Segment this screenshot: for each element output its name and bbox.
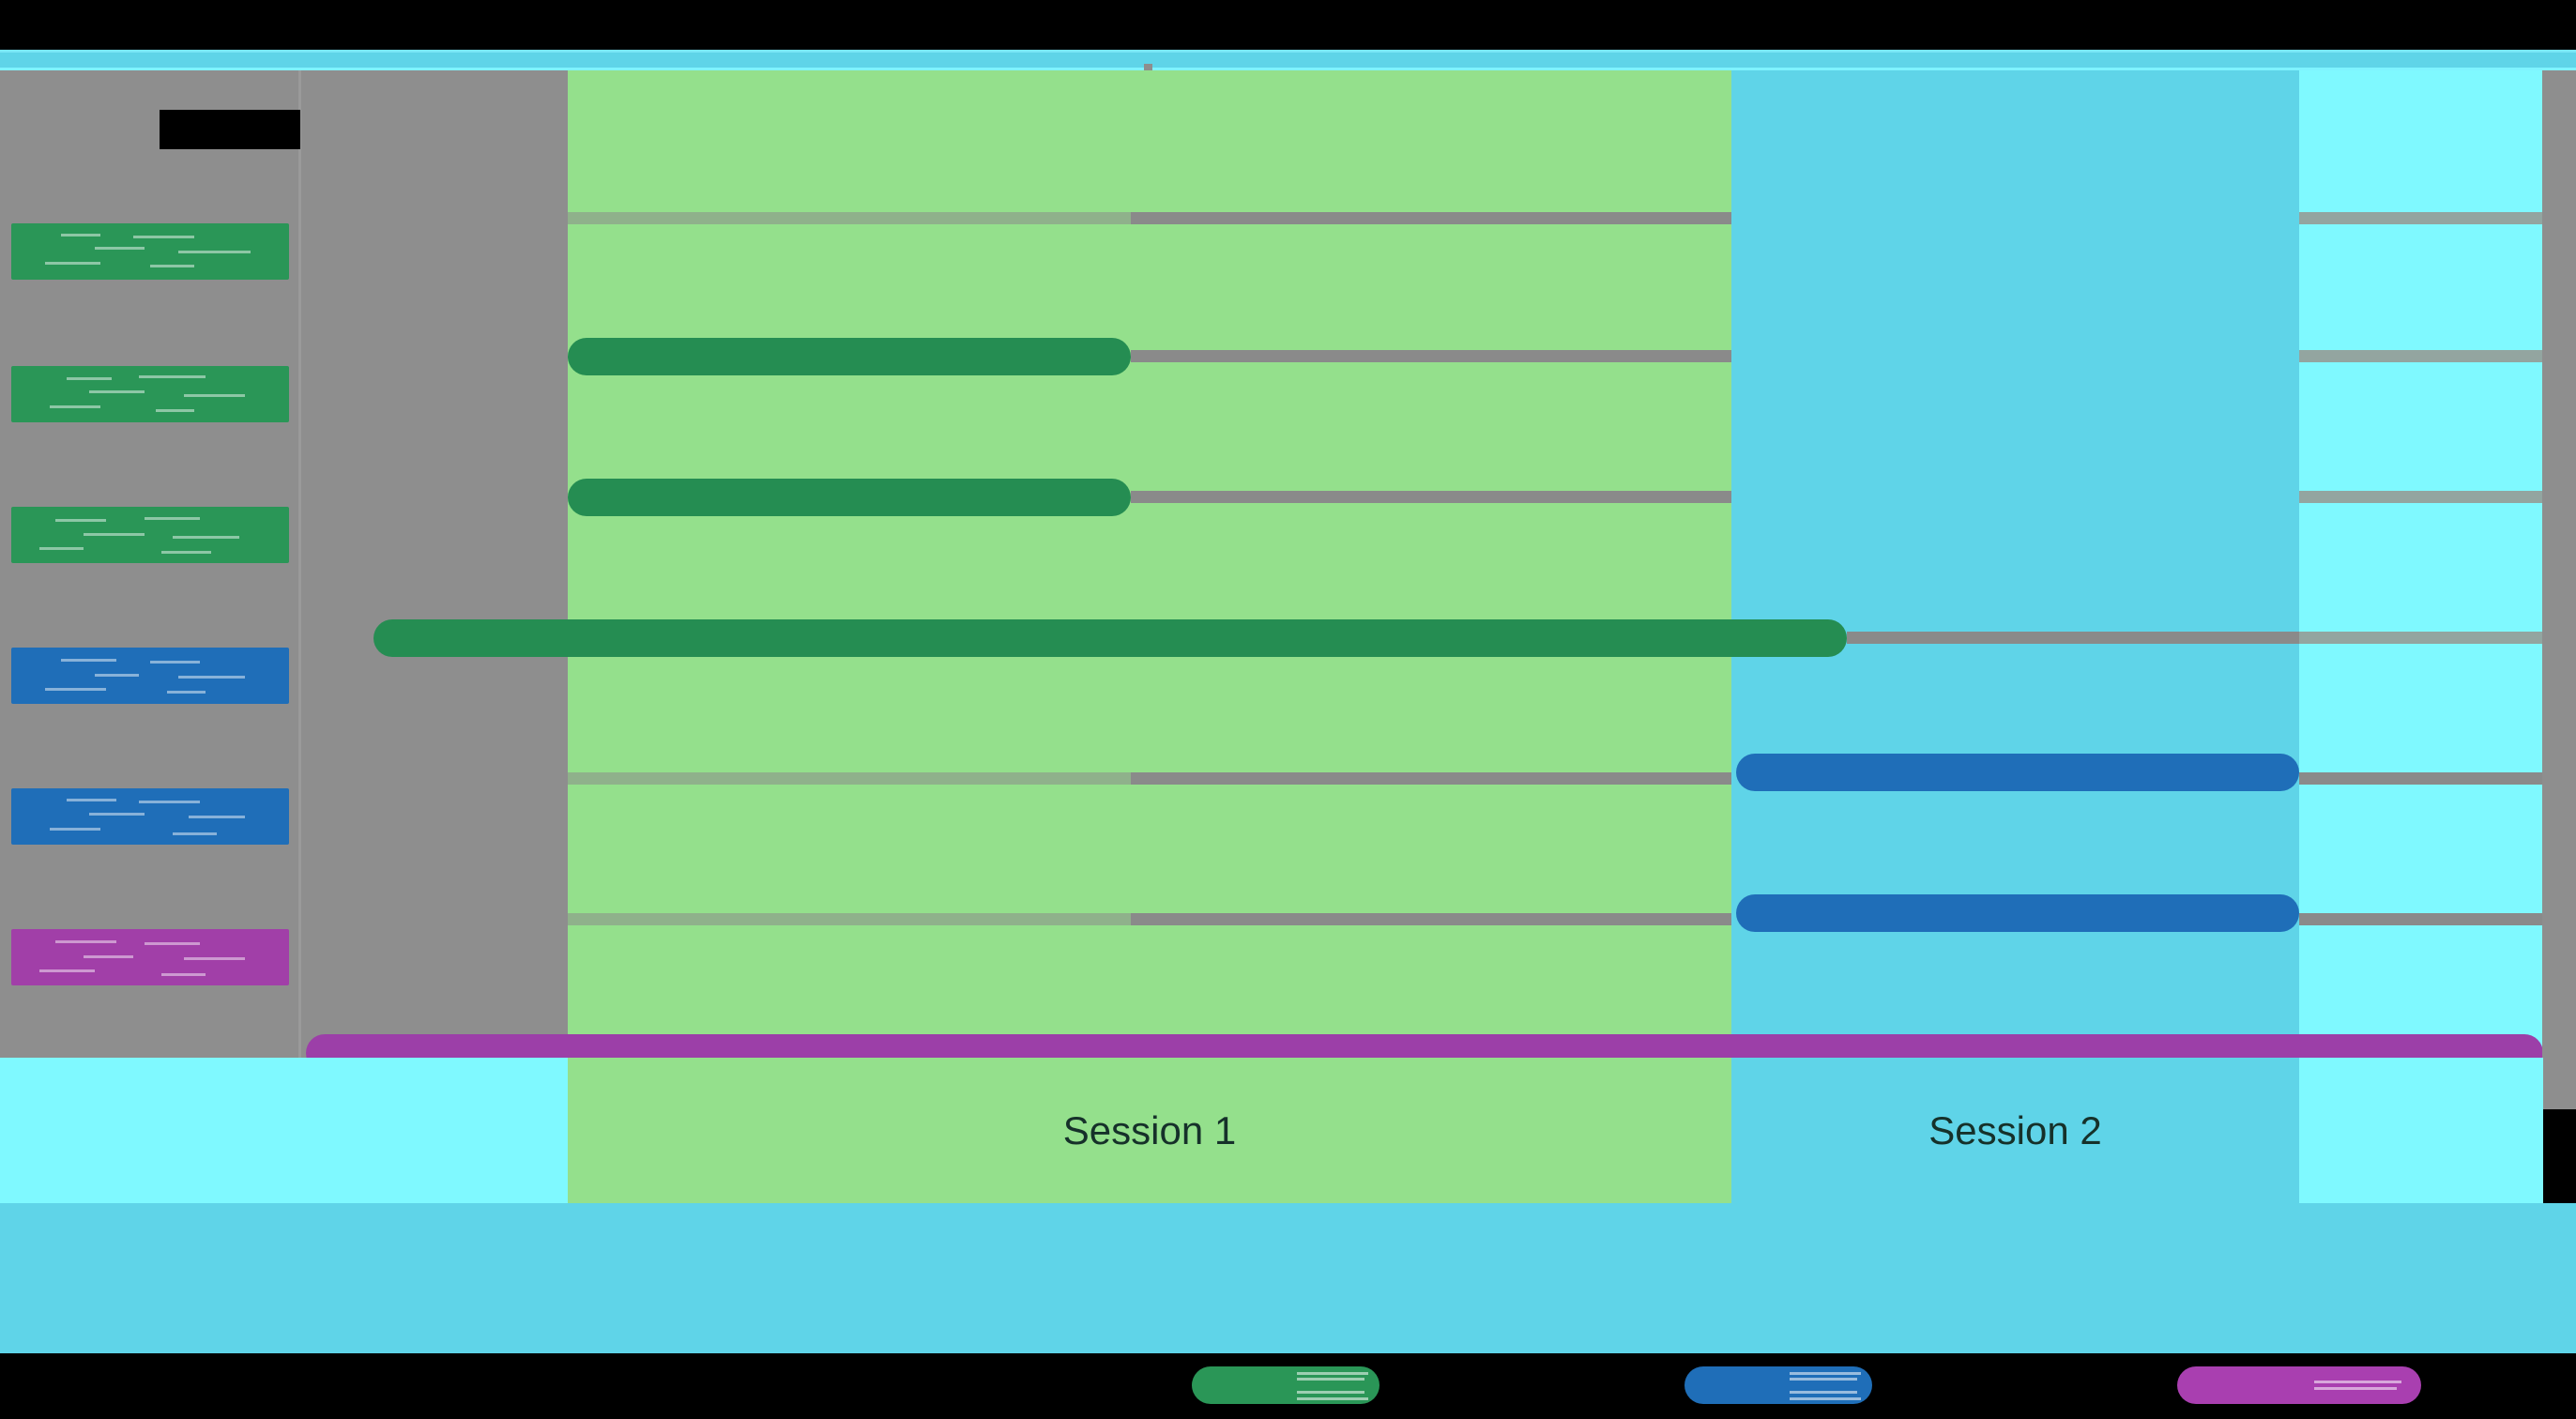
legend-swatch-magenta[interactable] [2177, 1366, 2421, 1404]
row-baseline-1b [1131, 212, 1731, 224]
accent-hairline-top [0, 50, 2576, 53]
row-continuation-5 [2299, 913, 2543, 925]
gantt-bar-row-3[interactable] [373, 619, 1847, 657]
sidebar-item-row-4[interactable] [11, 648, 289, 704]
row-continuation-4 [2299, 772, 2543, 785]
row-continuation-1-right [2299, 350, 2543, 362]
session-footer-row: Session 1 Session 2 [0, 1058, 2576, 1203]
window-title-bar [0, 0, 2576, 50]
row-continuation-1 [1131, 350, 1731, 362]
footer-left-spacer [0, 1058, 568, 1203]
sidebar-item-row-5[interactable] [11, 788, 289, 845]
session-footer-band-3 [2299, 1058, 2543, 1203]
gantt-bar-row-5[interactable] [1736, 894, 2299, 932]
redaction-streaks [11, 648, 289, 704]
gantt-bar-row-4[interactable] [1736, 754, 2299, 791]
accent-hairline-bottom [0, 68, 2576, 70]
redaction-streaks [160, 110, 300, 149]
top-accent-strip [0, 50, 2576, 70]
redaction-streaks [11, 929, 289, 985]
gantt-chart-area[interactable] [0, 70, 2576, 1109]
row-continuation-2-right [2299, 491, 2543, 503]
row-continuation-3-right [2299, 632, 2543, 644]
redaction-streaks [11, 507, 289, 563]
row-continuation-3 [1847, 632, 2299, 644]
row-baseline-4b [1131, 772, 1731, 785]
session-footer-band-2 [1731, 1058, 2299, 1203]
redaction-streaks [11, 788, 289, 845]
row-baseline-5b [1131, 913, 1731, 925]
session-1-label: Session 1 [1062, 1107, 1237, 1152]
cursor-tick-marker [1144, 64, 1152, 74]
redaction-streaks [1684, 1366, 1872, 1404]
redaction-streaks [11, 366, 289, 422]
gantt-bar-row-1[interactable] [568, 338, 1131, 375]
sidebar-item-row-3[interactable] [11, 507, 289, 563]
session-band-2 [1731, 70, 2299, 1109]
legend-bar [0, 1353, 2576, 1419]
lower-panel [0, 1203, 2576, 1353]
row-continuation-2 [1131, 491, 1731, 503]
sidebar-item-row-2[interactable] [11, 366, 289, 422]
row-baseline-1c [2299, 212, 2543, 224]
session-band-1 [568, 70, 1731, 1109]
sidebar-column-divider [298, 70, 301, 1109]
session-band-3 [2299, 70, 2543, 1109]
redaction-streaks [1192, 1366, 1379, 1404]
sidebar-item-row-6[interactable] [11, 929, 289, 985]
session-footer-band-1 [568, 1058, 1731, 1203]
sidebar-item-row-1[interactable] [11, 223, 289, 280]
redaction-streaks [2177, 1366, 2421, 1404]
session-2-label: Session 2 [1928, 1107, 2102, 1152]
legend-swatch-blue[interactable] [1684, 1366, 1872, 1404]
gantt-bar-row-2[interactable] [568, 479, 1131, 516]
scrollbar-thumb[interactable] [2544, 70, 2574, 1109]
vertical-scrollbar[interactable] [2542, 70, 2576, 1109]
legend-swatch-green[interactable] [1192, 1366, 1379, 1404]
sidebar-header-chip [160, 110, 300, 149]
redaction-streaks [11, 223, 289, 280]
